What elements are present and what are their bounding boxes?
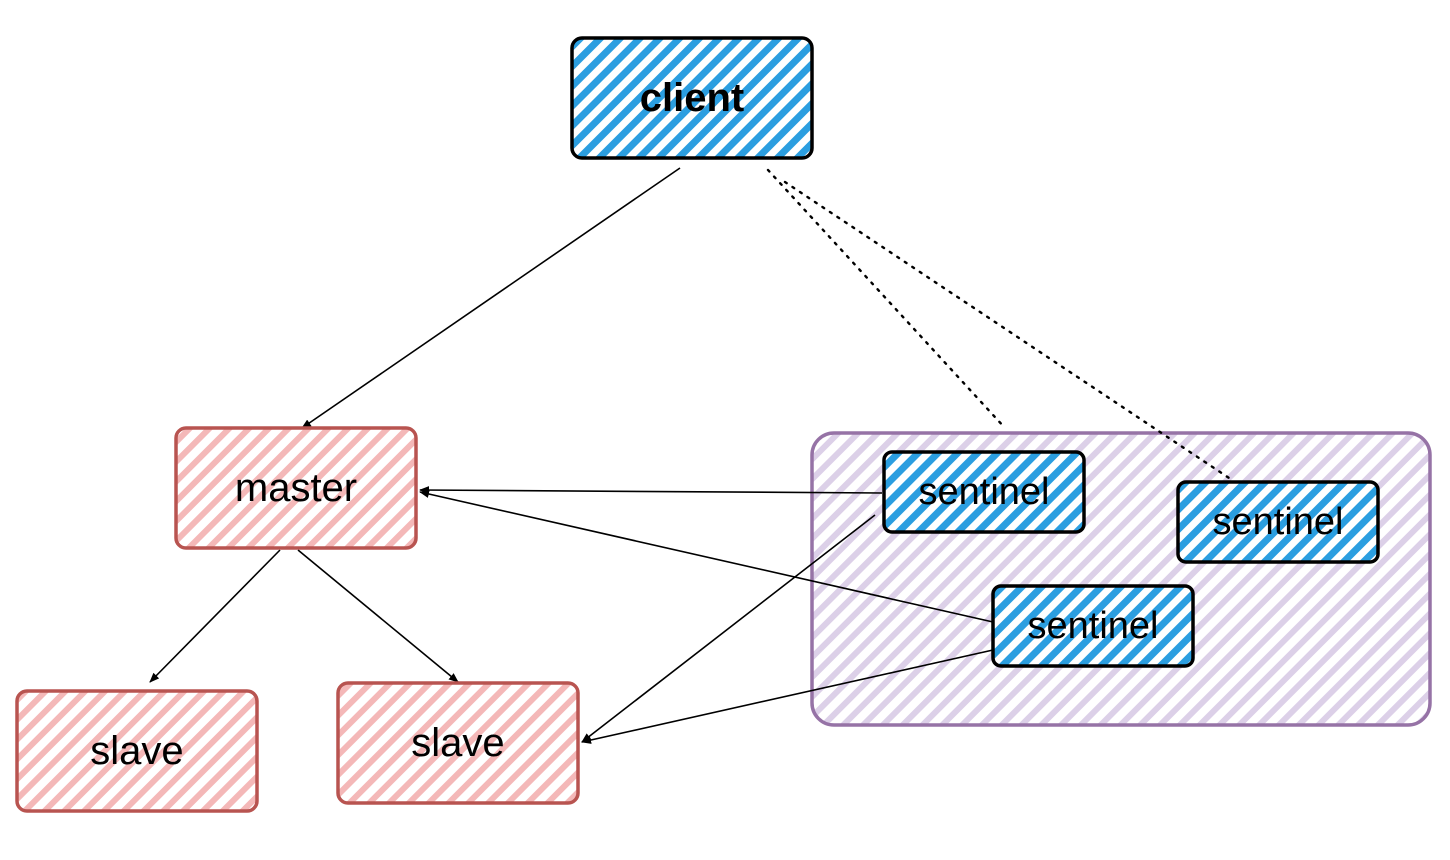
sentinel-2-label: sentinel	[1212, 500, 1344, 543]
edges	[149, 167, 1234, 744]
slave-left-node	[15, 689, 259, 813]
sentinel-3-node	[991, 584, 1195, 668]
sentinel-1-label: sentinel	[918, 470, 1050, 513]
slave-right-label: slave	[411, 720, 505, 765]
edge-sentinel-1-to-master	[419, 486, 883, 495]
edge-client-to-master	[301, 167, 681, 429]
edge-client-to-sentinel-1	[766, 168, 1007, 430]
master-node	[174, 426, 418, 550]
edge-sentinel-3-to-slave-right	[581, 649, 994, 744]
client-node	[570, 36, 814, 160]
edge-master-to-slave-right	[297, 549, 459, 683]
sentinel-2-node	[1176, 480, 1380, 564]
edge-client-to-sentinel-2	[783, 180, 1234, 482]
master-label: master	[234, 465, 358, 510]
edge-master-to-slave-left	[149, 549, 281, 683]
edge-sentinel-1-to-slave-right	[581, 514, 876, 743]
sentinel-1-node	[882, 450, 1086, 534]
slave-right-node	[336, 681, 580, 805]
client-label: client	[639, 75, 745, 120]
edge-sentinel-3-to-master	[419, 490, 994, 623]
sentinel-3-label: sentinel	[1027, 604, 1159, 647]
slave-left-label: slave	[90, 728, 184, 773]
